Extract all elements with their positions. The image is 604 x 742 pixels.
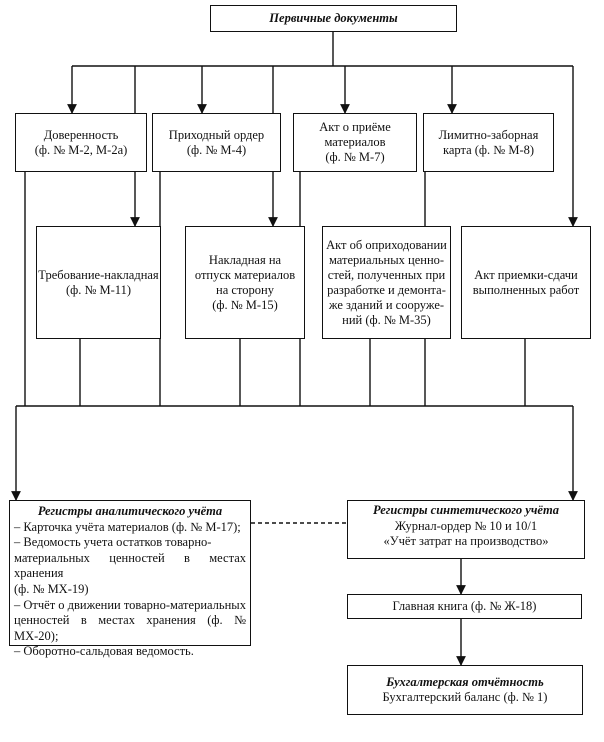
analytic-registers-line: материальных ценностей в местах хранения: [14, 550, 246, 581]
capitalization-act-line-5: же зданий и сооруже-: [328, 297, 445, 312]
financial-reporting-title: Бухгалтерская отчётность: [386, 675, 544, 689]
capitalization-act-line-2: материальных ценно-: [328, 252, 445, 267]
financial-reporting-line: Бухгалтерский баланс (ф. № 1): [382, 690, 548, 704]
analytic-registers-box: Регистры аналитического учёта – Карточка…: [9, 500, 251, 658]
acceptance-act-line-1: Акт о приёме: [319, 120, 391, 134]
external-invoice-line-1: Накладная на: [208, 252, 282, 267]
requisition-invoice-name: Требование-накладная: [38, 267, 159, 282]
primary-documents-title: Первичные документы: [269, 11, 398, 25]
capitalization-act-line-3: стей, полученных при: [327, 267, 446, 282]
external-invoice-form: (ф. № М-15): [212, 297, 278, 312]
synthetic-registers-journal: Журнал-ордер № 10 и 10/1: [394, 518, 538, 533]
receipt-order-name: Приходный ордер: [168, 127, 265, 142]
limit-card-line-1: Лимитно-заборная: [438, 127, 539, 142]
capitalization-act-form: ний (ф. № М-35): [342, 312, 431, 327]
power-of-attorney-form: (ф. № М-2, М-2а): [34, 142, 128, 157]
external-invoice-box: Накладная на отпуск материалов на сторон…: [185, 226, 305, 339]
synthetic-registers-title: Регистры синтетического учёта: [373, 503, 559, 517]
limit-card-box: Лимитно-заборная карта (ф. № М-8): [423, 113, 554, 172]
work-acceptance-act-line-2: выполненных работ: [472, 282, 580, 297]
capitalization-act-line-4: разработке и демонта-: [327, 282, 446, 297]
analytic-registers-title: Регистры аналитического учёта: [37, 504, 223, 518]
acceptance-act-box: Акт о приёме материалов (ф. № М-7): [293, 113, 417, 172]
capitalization-act-box: Акт об оприходовании материальных ценно-…: [322, 226, 451, 339]
synthetic-registers-box: Регистры синтетического учёта Журнал-орд…: [347, 500, 585, 559]
capitalization-act-line-1: Акт об оприходовании: [326, 237, 447, 252]
requisition-invoice-box: Требование-накладная (ф. № М-11): [36, 226, 161, 339]
general-ledger-box: Главная книга (ф. № Ж-18): [347, 594, 582, 619]
analytic-registers-line: – Ведомость учета остатков товарно-: [14, 535, 212, 550]
receipt-order-box: Приходный ордер (ф. № М-4): [152, 113, 281, 172]
analytic-registers-line: (ф. № МХ-19): [14, 581, 89, 596]
acceptance-act-line-2: материалов: [324, 135, 386, 149]
analytic-registers-line: – Карточка учёта материалов (ф. № М-17);: [14, 519, 241, 534]
primary-documents-box: Первичные документы: [210, 5, 457, 32]
synthetic-registers-description: «Учёт затрат на производство»: [383, 534, 549, 548]
analytic-registers-line: ценностей в местах хранения (ф. № МХ-20)…: [14, 613, 246, 643]
work-acceptance-act-line-1: Акт приемки-сдачи: [474, 267, 578, 282]
external-invoice-line-3: на сторону: [216, 282, 274, 297]
power-of-attorney-name: Доверенность: [43, 127, 119, 142]
analytic-registers-line: – Отчёт о движении товарно-материальных: [14, 597, 246, 612]
external-invoice-line-2: отпуск материалов: [194, 267, 296, 282]
power-of-attorney-box: Доверенность (ф. № М-2, М-2а): [15, 113, 147, 172]
work-acceptance-act-box: Акт приемки-сдачи выполненных работ: [461, 226, 591, 339]
limit-card-line-2: карта (ф. № М-8): [442, 142, 535, 157]
general-ledger-label: Главная книга (ф. № Ж-18): [392, 599, 537, 613]
financial-reporting-box: Бухгалтерская отчётность Бухгалтерский б…: [347, 665, 583, 715]
analytic-registers-line: – Оборотно-сальдовая ведомость.: [14, 644, 194, 659]
acceptance-act-form: (ф. № М-7): [325, 150, 385, 164]
receipt-order-form: (ф. № М-4): [186, 142, 247, 157]
requisition-invoice-form: (ф. № М-11): [65, 282, 132, 297]
